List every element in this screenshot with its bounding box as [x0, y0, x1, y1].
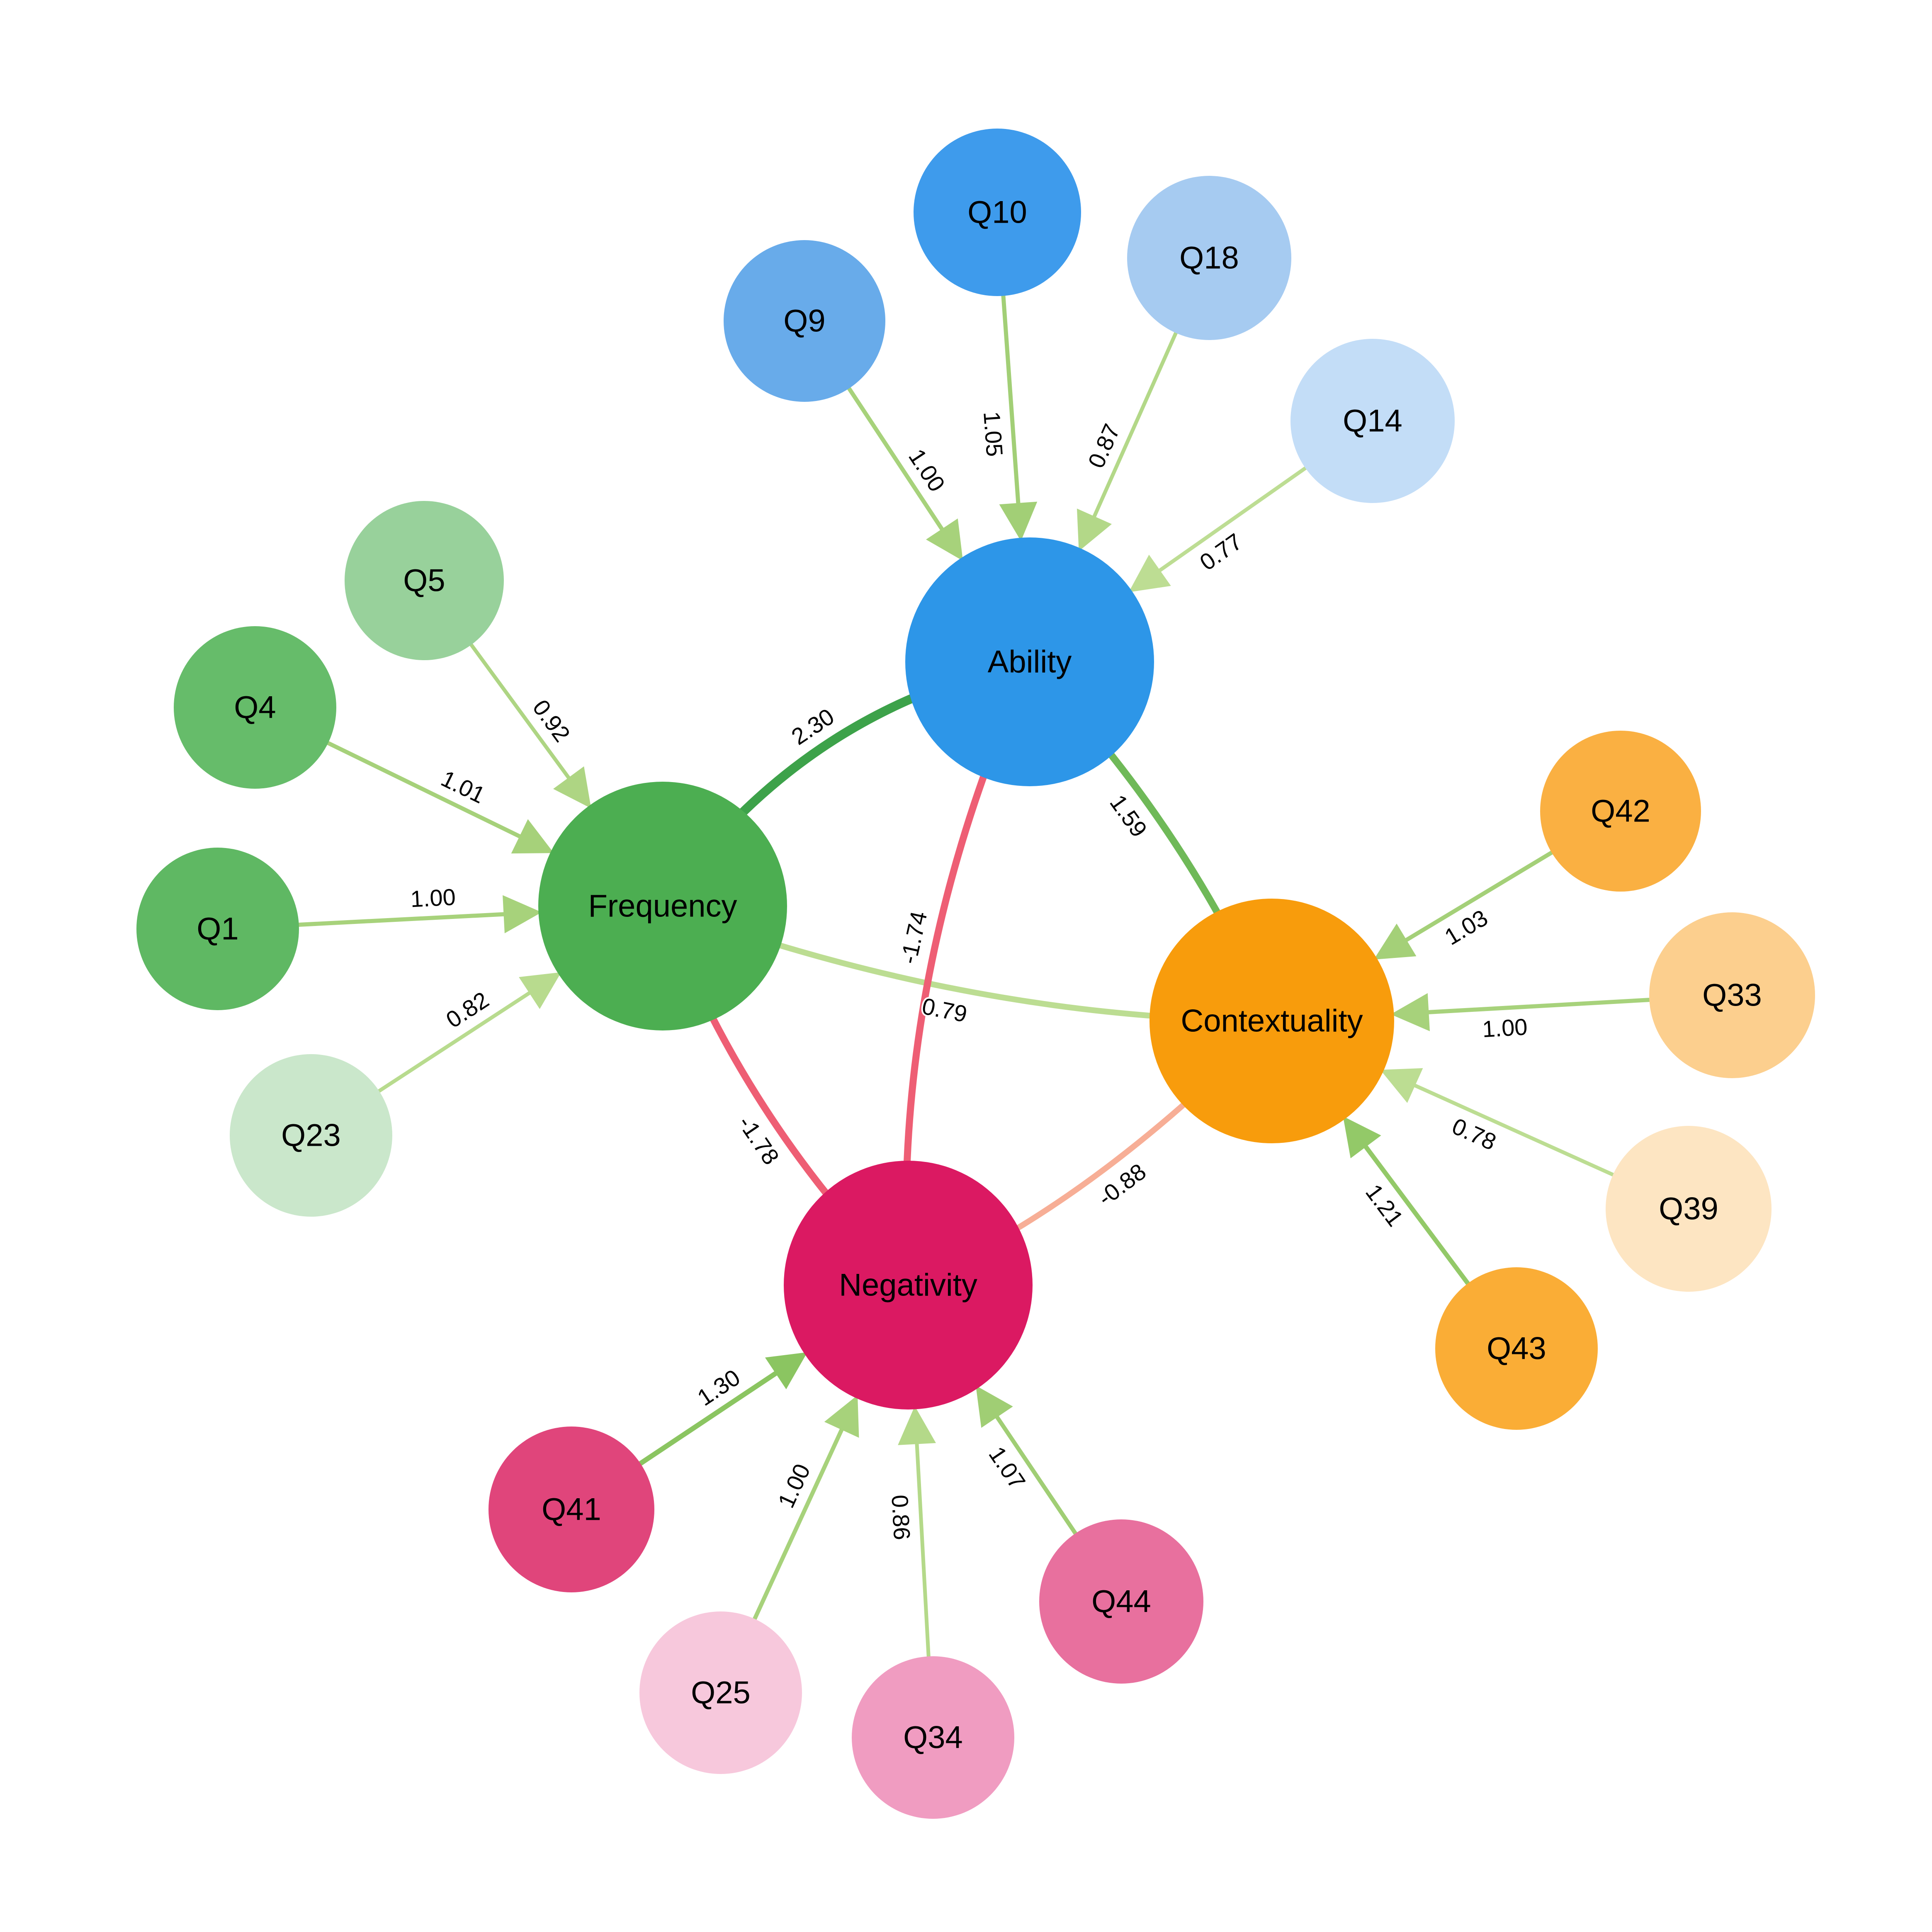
factor-node-ability [905, 537, 1154, 786]
loading-weight-q10: 1.05 [979, 411, 1008, 457]
indicator-label-q33: Q33 [1702, 978, 1762, 1013]
indicator-label-q43: Q43 [1487, 1331, 1546, 1366]
indicator-node-q44 [1039, 1519, 1203, 1684]
arrowhead-icon-q1 [503, 895, 542, 933]
arrowhead-icon-q34 [898, 1406, 936, 1445]
arrowhead-icon-q44 [976, 1385, 1013, 1428]
arrowhead-icon-q25 [824, 1395, 859, 1438]
factor-label-contextuality: Contextuality [1181, 1004, 1363, 1039]
indicator-label-q23: Q23 [281, 1118, 341, 1153]
indicator-node-q43 [1435, 1267, 1598, 1430]
indicator-node-q34 [852, 1656, 1014, 1819]
indicator-node-q5 [345, 501, 504, 660]
indicator-label-q5: Q5 [403, 563, 445, 598]
factor-label-frequency: Frequency [588, 889, 737, 924]
indicator-label-q9: Q9 [783, 304, 825, 339]
indicator-node-q4 [174, 626, 336, 789]
arrowhead-icon-q33 [1390, 993, 1430, 1031]
indicator-node-q9 [724, 240, 885, 402]
indicator-label-q25: Q25 [691, 1675, 751, 1711]
factor-node-frequency [538, 782, 787, 1030]
indicator-label-q1: Q1 [197, 911, 238, 947]
factor-edge-weight-frequency-contextuality: 0.79 [920, 993, 969, 1027]
loading-weight-q33: 1.00 [1482, 1013, 1528, 1042]
arrowhead-icon-q41 [765, 1352, 807, 1390]
indicator-label-q44: Q44 [1091, 1584, 1151, 1619]
indicator-node-q1 [136, 848, 299, 1010]
arrowhead-icon-q5 [553, 766, 591, 809]
loading-weight-q1: 1.00 [410, 884, 456, 912]
indicator-label-q14: Q14 [1343, 403, 1402, 439]
indicator-label-q41: Q41 [542, 1492, 601, 1527]
indicator-label-q10: Q10 [967, 195, 1027, 230]
indicator-label-q18: Q18 [1179, 241, 1239, 276]
factor-node-negativity [784, 1161, 1033, 1410]
indicator-node-q18 [1127, 176, 1291, 340]
factor-label-negativity: Negativity [839, 1268, 977, 1303]
indicator-node-q42 [1540, 731, 1701, 892]
indicator-label-q39: Q39 [1659, 1191, 1718, 1227]
arrowhead-icon-q14 [1128, 554, 1171, 593]
arrowhead-icon-q42 [1373, 923, 1417, 960]
indicator-node-q14 [1290, 339, 1455, 503]
indicator-label-q42: Q42 [1591, 794, 1650, 829]
arrowhead-icon-q39 [1380, 1068, 1423, 1103]
indicator-label-q34: Q34 [903, 1720, 963, 1755]
indicator-node-q25 [639, 1611, 802, 1774]
indicator-label-q4: Q4 [234, 690, 276, 725]
indicator-node-q33 [1649, 912, 1815, 1078]
arrowhead-icon-q18 [1077, 508, 1112, 552]
arrowhead-icon-q4 [511, 819, 554, 854]
arrowhead-icon-q9 [926, 518, 963, 561]
arrowhead-icon-q43 [1343, 1116, 1381, 1159]
indicator-node-q10 [914, 129, 1081, 296]
indicator-node-q41 [488, 1427, 654, 1592]
arrowhead-icon-q23 [519, 972, 561, 1009]
factor-label-ability: Ability [988, 644, 1072, 680]
arrowhead-icon-q10 [999, 501, 1038, 541]
indicator-node-q23 [230, 1054, 392, 1217]
factor-node-contextuality [1149, 899, 1394, 1143]
indicator-node-q39 [1606, 1126, 1772, 1292]
loading-weight-q34: 0.86 [887, 1494, 915, 1541]
